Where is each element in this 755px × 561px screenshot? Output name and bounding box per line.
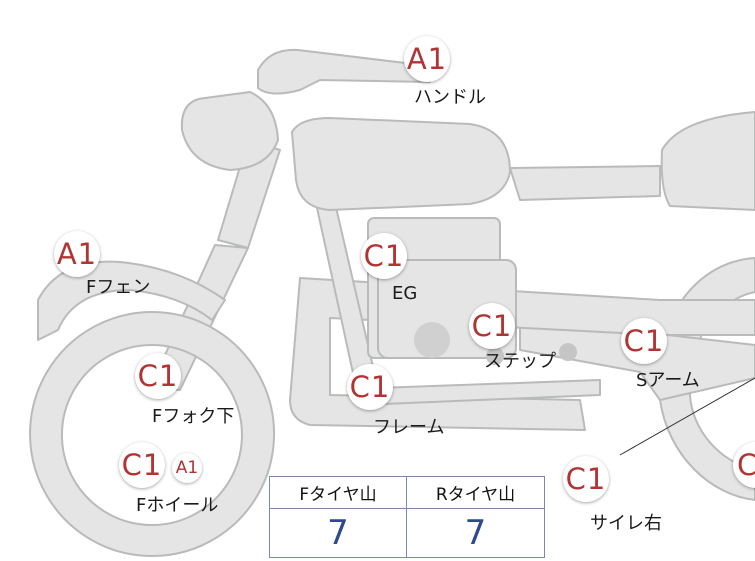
fwheel-label: Fホイール: [136, 495, 219, 516]
tire-tread-table: Fタイヤ山 Rタイヤ山 7 7: [269, 476, 545, 558]
step-peg-left: [486, 347, 504, 365]
rear-tread-header: Rタイヤ山: [407, 477, 544, 509]
fwheel-grade-badge: C1: [119, 442, 165, 488]
headlight: [180, 91, 279, 171]
engine-cover: [414, 322, 450, 358]
partial-right-grade-badge: C: [733, 442, 755, 488]
ffork-grade-badge: C1: [135, 353, 181, 399]
engine-grade-badge: C1: [361, 233, 407, 279]
handle-label: ハンドル: [414, 87, 486, 108]
step-label: ステップ: [484, 351, 556, 372]
front-tread-header: Fタイヤ山: [270, 477, 407, 509]
fwheel-secondary-grade-badge: A1: [172, 453, 202, 483]
step-grade-badge: C1: [469, 303, 515, 349]
silencer-label: サイレ右: [590, 513, 662, 534]
sarm-grade-badge: C1: [621, 318, 667, 364]
step-peg-right: [559, 343, 577, 361]
ffork-label: Fフォク下: [152, 406, 235, 427]
handlebar: [257, 48, 431, 95]
ffender-grade-badge: A1: [54, 231, 100, 277]
front-tread-value: 7: [270, 509, 407, 557]
sarm-label: Sアーム: [636, 370, 700, 391]
engine-label: EG: [392, 283, 418, 304]
frame-grade-badge: C1: [347, 364, 393, 410]
front-wheel: [29, 311, 276, 557]
fuel-tank: [291, 117, 511, 211]
handle-grade-badge: A1: [404, 36, 450, 82]
seat: [509, 165, 661, 201]
seat-rear: [660, 111, 755, 211]
silencer-grade-badge: C1: [563, 456, 609, 502]
frame-label: フレーム: [373, 417, 445, 438]
ffender-label: Fフェン: [86, 277, 151, 298]
rear-tread-value: 7: [464, 513, 487, 553]
silencer-leader-line: [619, 377, 755, 456]
